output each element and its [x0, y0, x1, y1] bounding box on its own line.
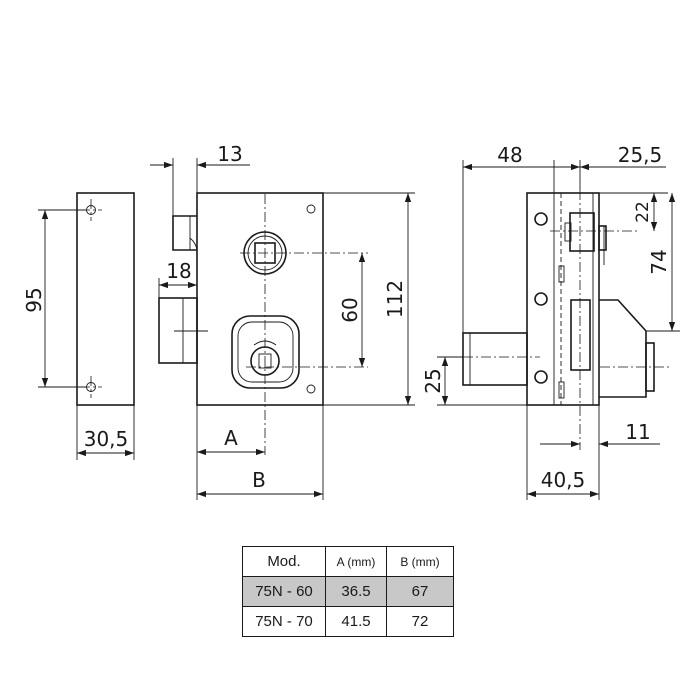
spindle-cylinder [445, 332, 540, 386]
dimension-11-label: 11 [625, 420, 650, 444]
dimension-11: 11 [540, 405, 660, 500]
table-row: 75N - 60 36.5 67 [242, 576, 454, 607]
dimension-74-label: 74 [647, 249, 671, 274]
screw-top-right [306, 204, 316, 214]
dimension-112-label: 112 [383, 280, 407, 318]
dimension-60-label: 60 [338, 297, 362, 322]
dimension-22-label: 22 [633, 201, 653, 223]
dimension-95-label: 95 [22, 287, 46, 312]
dimension-48-label: 48 [497, 143, 522, 167]
latch-hub [550, 212, 640, 265]
dimension-30-5: 30,5 [76, 405, 135, 460]
screw-bottom-right [306, 384, 316, 394]
case-screw-2 [534, 292, 548, 306]
cell-b: 72 [386, 606, 454, 637]
dimension-60: 60 [338, 253, 366, 367]
cell-b: 67 [386, 576, 454, 607]
model-dimensions-table: Mod. A (mm) B (mm) 75N - 60 36.5 67 75N … [242, 546, 454, 637]
dimension-13-label: 13 [217, 142, 242, 166]
dimension-30-5-label: 30,5 [84, 427, 129, 451]
dimension-25-label: 25 [421, 368, 445, 393]
header-mod: Mod. [242, 546, 326, 577]
right-side-view: 48 25,5 22 74 25 [421, 143, 680, 500]
cylinder-housing [599, 299, 672, 398]
dimension-95: 95 [22, 209, 87, 388]
cell-mod: 75N - 70 [242, 606, 326, 637]
dimension-40-5-label: 40,5 [541, 468, 586, 492]
dimension-48: 48 [462, 143, 580, 333]
spindle-square [240, 231, 368, 275]
dimension-74: 74 [646, 193, 680, 332]
dimension-b-label: B [252, 468, 266, 492]
dimension-b: B [197, 405, 324, 500]
dimension-18: 18 [158, 259, 197, 298]
latch [172, 215, 198, 251]
case-screw-3 [534, 370, 548, 384]
header-b: B (mm) [386, 546, 454, 577]
dimension-25-5-label: 25,5 [618, 143, 663, 167]
dimension-112: 112 [323, 192, 415, 406]
case-body [526, 192, 600, 406]
dimension-25-5: 25,5 [579, 143, 666, 190]
dimension-40-5: 40,5 [526, 405, 599, 500]
dimension-13: 13 [150, 142, 250, 216]
dimension-a: A [196, 405, 265, 500]
cell-mod: 75N - 60 [242, 576, 326, 607]
table-row: 75N - 70 41.5 72 [242, 606, 454, 637]
dimension-25: 25 [421, 356, 527, 406]
table-header-row: Mod. A (mm) B (mm) [242, 546, 454, 577]
cylinder-rosette [231, 315, 368, 389]
dimension-22: 22 [599, 192, 668, 231]
bolt [158, 297, 198, 364]
dimension-a-label: A [224, 426, 238, 450]
case-screw-1 [534, 212, 548, 226]
cell-a: 41.5 [325, 606, 387, 637]
left-side-view: 95 30,5 [22, 192, 135, 460]
lock-body [196, 192, 324, 406]
front-view: 13 18 60 112 A B [150, 142, 415, 500]
cell-a: 36.5 [325, 576, 387, 607]
dimension-18-label: 18 [166, 259, 191, 283]
header-a: A (mm) [325, 546, 387, 577]
